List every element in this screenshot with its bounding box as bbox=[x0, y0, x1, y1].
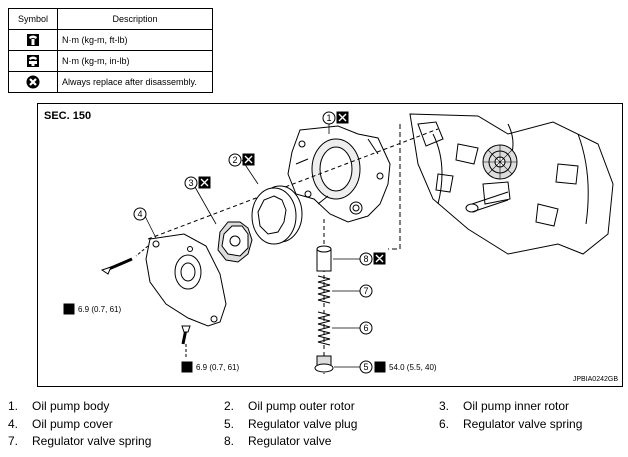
alignment-line bbox=[388, 124, 401, 250]
torque-markers bbox=[63, 303, 386, 373]
callout-circle-6 bbox=[359, 321, 373, 335]
cover-bolt-illustration bbox=[100, 245, 191, 359]
torque-ftlb-icon bbox=[374, 361, 386, 373]
part-name: Oil pump cover bbox=[32, 417, 113, 431]
inner-rotor-illustration bbox=[217, 221, 253, 263]
list-item: 3. Oil pump inner rotor bbox=[439, 399, 569, 413]
callout-markers bbox=[133, 111, 373, 374]
part-name: Regulator valve bbox=[248, 434, 332, 448]
callout-number: 5 bbox=[363, 362, 368, 372]
replace-icon bbox=[26, 75, 40, 89]
callout-number: 3 bbox=[188, 178, 193, 188]
torque-value: 54.0 (5.5, 40) bbox=[389, 363, 437, 372]
diagram-drawing: 1 2 3 4 5 6 7 8 6.9 (0.7, 61) 6.9 (0.7, … bbox=[63, 111, 614, 374]
torque-inlb-icon bbox=[63, 303, 75, 315]
legend-description-header: Description bbox=[57, 8, 213, 30]
list-item: 1. Oil pump body bbox=[8, 399, 109, 413]
part-number: 5. bbox=[224, 417, 235, 431]
torque-ftlb-icon bbox=[27, 34, 39, 46]
part-number: 2. bbox=[224, 399, 235, 413]
legend-row-text: Always replace after disassembly. bbox=[57, 71, 213, 93]
callout-circle-3 bbox=[184, 176, 198, 190]
oil-pump-cover-illustration bbox=[145, 233, 227, 327]
outer-rotor-illustration bbox=[251, 185, 303, 245]
list-item: 4. Oil pump cover bbox=[8, 417, 113, 431]
part-name: Oil pump outer rotor bbox=[248, 399, 355, 413]
legend-row-text: N·m (kg-m, in-lb) bbox=[57, 50, 213, 72]
callout-circle-7 bbox=[359, 284, 373, 298]
callout-number: 1 bbox=[326, 113, 331, 123]
callout-circle-1 bbox=[322, 111, 336, 125]
replace-markers bbox=[198, 111, 386, 265]
callout-circle-5 bbox=[359, 360, 373, 374]
list-item: 5. Regulator valve plug bbox=[224, 417, 357, 431]
part-number: 4. bbox=[8, 417, 19, 431]
callout-circle-8 bbox=[359, 252, 373, 266]
part-number: 6. bbox=[439, 417, 450, 431]
legend-row: N·m (kg-m, ft-lb) bbox=[8, 29, 213, 51]
oil-pump-exploded-diagram: SEC. 150 JPBIA0242GB bbox=[37, 103, 623, 387]
list-item: 6. Regulator valve spring bbox=[439, 417, 582, 431]
engine-block-illustration bbox=[409, 113, 614, 255]
torque-value: 6.9 (0.7, 61) bbox=[78, 305, 121, 314]
callout-number: 8 bbox=[363, 254, 368, 264]
part-name: Regulator valve plug bbox=[248, 417, 358, 431]
list-item: 7. Regulator valve spring bbox=[8, 434, 151, 448]
part-name: Oil pump inner rotor bbox=[463, 399, 570, 413]
torque-inlb-icon bbox=[27, 55, 39, 67]
torque-value: 6.9 (0.7, 61) bbox=[196, 363, 239, 372]
part-number: 1. bbox=[8, 399, 19, 413]
figure-code: JPBIA0242GB bbox=[572, 376, 618, 383]
callout-number: 2 bbox=[232, 155, 237, 165]
callout-number: 7 bbox=[363, 286, 368, 296]
symbol-legend-table: Symbol Description N·m (kg-m, ft-lb) N·m… bbox=[8, 8, 213, 93]
torque-inlb-icon bbox=[181, 361, 193, 373]
callout-circle-2 bbox=[228, 153, 242, 167]
legend-row: N·m (kg-m, in-lb) bbox=[8, 50, 213, 72]
list-item: 2. Oil pump outer rotor bbox=[224, 399, 355, 413]
legend-symbol-header: Symbol bbox=[8, 8, 58, 30]
regulator-valve-stack bbox=[314, 219, 334, 374]
list-item: 8. Regulator valve bbox=[224, 434, 331, 448]
leader-lines bbox=[143, 118, 360, 368]
part-name: Oil pump body bbox=[32, 399, 110, 413]
callout-circle-4 bbox=[133, 207, 147, 221]
legend-row-text: N·m (kg-m, ft-lb) bbox=[57, 29, 213, 51]
legend-header-row: Symbol Description bbox=[8, 8, 213, 30]
assembly-axis bbox=[147, 128, 439, 240]
part-number: 7. bbox=[8, 434, 19, 448]
part-number: 8. bbox=[224, 434, 235, 448]
callout-number: 4 bbox=[137, 209, 142, 219]
callout-number: 6 bbox=[363, 323, 368, 333]
oil-pump-body-illustration bbox=[287, 125, 391, 223]
part-name: Regulator valve spring bbox=[463, 417, 583, 431]
legend-row: Always replace after disassembly. bbox=[8, 71, 213, 93]
section-label: SEC. 150 bbox=[44, 110, 92, 122]
part-name: Regulator valve spring bbox=[32, 434, 152, 448]
part-number: 3. bbox=[439, 399, 450, 413]
